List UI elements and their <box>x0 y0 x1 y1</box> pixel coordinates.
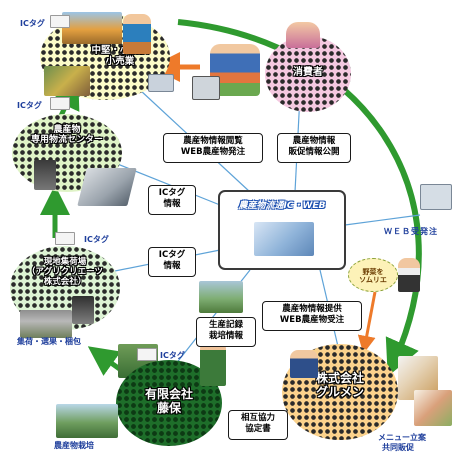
shopping-cart-icon <box>192 76 220 100</box>
agreement-line-2: 協定書 <box>245 424 271 435</box>
field-photo <box>199 281 243 313</box>
ic-tag-label-1: ICタグ <box>20 19 45 28</box>
dc-line-1: 農産物 <box>53 125 81 135</box>
lm-line-1: 現地集荷場 <box>43 257 87 267</box>
laptop-icon <box>148 74 174 92</box>
browse-order-line-2: WEB農産物発注 <box>180 147 246 158</box>
production-line-1: 生産記録 <box>208 320 243 330</box>
production-line-2: 栽培情報 <box>208 331 243 342</box>
provide-line-1: 農産物情報提供 <box>282 304 342 314</box>
ic-tag-icon-3 <box>55 232 75 245</box>
distribution-center-label: 農産物 専用物流センター <box>22 125 112 146</box>
consumer-photo <box>286 22 320 48</box>
lm-line-2: （アグリクリエーツ <box>27 266 103 277</box>
ic-web-hub: 農産物流通IC・WEB <box>218 190 346 270</box>
arrow-bubble-to-restaurant <box>357 291 377 354</box>
cultivation-caption: 農産物栽培 <box>54 441 94 450</box>
retailer-photo-shop <box>62 12 122 44</box>
office-worker-icon <box>290 350 318 378</box>
info-browse-order: 農産物情報閲覧 WEB農産物発注 <box>163 133 263 163</box>
ic-tag-label-3: ICタグ <box>84 235 109 244</box>
sales-line-1: 農産物情報 <box>292 136 336 146</box>
warehouse-photo <box>20 310 72 338</box>
lm-line-3: 株式会社） <box>43 276 87 287</box>
sales-line-2: 販促情報公開 <box>288 147 340 158</box>
spoke-web <box>344 214 421 226</box>
bubble-line-1: 野菜を <box>362 268 384 276</box>
web-order-caption: ＷＥＢ受発注 <box>384 227 438 236</box>
retailer-label: 中堅・小規模 小売業 <box>85 45 155 68</box>
sommelier-bubble: 野菜を ソムリエ <box>348 258 398 292</box>
provide-line-2: WEB農産物受注 <box>279 315 345 326</box>
retailer-line-2: 小売業 <box>105 55 135 67</box>
ic-info-1-line-1: ICタグ <box>158 188 186 198</box>
distribution-center-node <box>12 114 122 192</box>
handheld-reader-icon <box>72 296 94 324</box>
computer-icon <box>420 184 452 210</box>
agreement-line-1: 相互協力 <box>240 413 275 423</box>
ic-tag-label-4: ICタグ <box>160 351 185 360</box>
ic-info-2-line-2: 情報 <box>163 261 181 272</box>
info-production-record: 生産記録 栽培情報 <box>196 317 256 347</box>
bubble-line-2: ソムリエ <box>359 276 387 285</box>
retailer-line-1: 中堅・小規模 <box>91 45 149 56</box>
info-agreement: 相互協力 協定書 <box>228 410 288 440</box>
ic-tag-icon-1 <box>50 15 70 28</box>
restaurant-label: 株式会社 グルメン <box>300 371 380 400</box>
consumer-label: 消費者 <box>293 67 323 78</box>
ic-tag-icon-2 <box>50 97 70 110</box>
info-ic-tag-2: ICタグ 情報 <box>148 247 196 277</box>
ic-info-1-line-2: 情報 <box>163 199 181 210</box>
farm-line-1: 有限会社 <box>144 387 193 401</box>
dc-line-2: 専用物流センター <box>30 135 103 146</box>
menu-photo-2 <box>414 390 452 426</box>
menu-caption: メニュー立案 <box>378 433 426 442</box>
farm-label: 有限会社 藤保 <box>128 387 210 416</box>
ic-info-2-line-1: ICタグ <box>158 250 186 260</box>
farm-line-2: 藤保 <box>156 400 181 415</box>
retailer-store-photo <box>44 66 90 96</box>
info-ic-tag-1: ICタグ 情報 <box>148 185 196 215</box>
farmer-photo <box>200 340 226 386</box>
greenhouse-photo <box>56 404 118 438</box>
restaurant-line-1: 株式会社 <box>315 371 364 385</box>
promotion-caption: 共同販促 <box>382 443 414 452</box>
hub-network-illustration <box>254 222 314 256</box>
info-sales: 農産物情報 販促情報公開 <box>277 133 351 163</box>
hub-title: 農産物流通IC・WEB <box>238 201 326 211</box>
browse-order-line-1: 農産物情報閲覧 <box>183 136 243 146</box>
ic-tag-label-2: ICタグ <box>17 101 42 110</box>
reader-device-icon <box>34 160 56 190</box>
local-market-label: 現地集荷場 （アグリクリエーツ 株式会社） <box>18 257 112 287</box>
retailer-person-icon <box>123 14 151 54</box>
info-provide-order: 農産物情報提供 WEB農産物受注 <box>262 301 362 331</box>
restaurant-line-2: グルメン <box>315 384 364 399</box>
ic-tag-icon-4 <box>137 348 157 361</box>
sommelier-icon <box>398 258 420 292</box>
conveyor-machine-icon <box>77 168 137 206</box>
shipping-caption: 集荷・選果・梱包 <box>17 337 81 346</box>
consumer-node <box>265 36 351 112</box>
